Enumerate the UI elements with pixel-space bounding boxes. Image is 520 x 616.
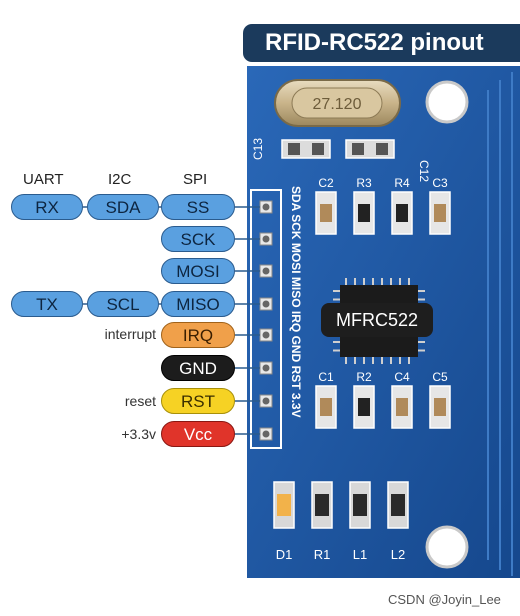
column-header-uart: UART — [23, 171, 64, 188]
pin-gnd: GND — [161, 355, 235, 381]
component-label: L1 — [353, 547, 367, 562]
component-label: R3 — [356, 176, 372, 190]
component-label: R4 — [394, 176, 410, 190]
pin-rst: RST — [161, 388, 235, 414]
note-interrupt: interrupt — [104, 326, 156, 342]
component-row-small: D1 R1 L1 L2 — [273, 481, 409, 562]
pin-header — [250, 189, 282, 449]
component-label: R2 — [356, 370, 372, 384]
page-title: RFID-RC522 pinout — [265, 29, 484, 56]
component-label: C3 — [432, 176, 448, 190]
c12-label: C12 — [417, 160, 431, 182]
column-header-i2c: I2C — [108, 171, 132, 188]
column-header-spi: SPI — [183, 171, 208, 188]
chip-label: MFRC522 — [321, 303, 433, 337]
component-label: C5 — [432, 370, 448, 384]
note-reset: reset — [124, 393, 156, 409]
pin-rx-uart: RX — [11, 194, 83, 220]
pin-sck: SCK — [161, 226, 235, 252]
component-label: D1 — [276, 547, 293, 562]
pin-mosi: MOSI — [161, 258, 235, 284]
board-pin-labels: SDA SCK MOSI MISO IRQ GND RST 3.3V — [289, 186, 303, 418]
component-label: L2 — [391, 547, 405, 562]
pin-ss: SS — [161, 194, 235, 220]
pin-miso: MISO — [161, 291, 235, 317]
component-label: C4 — [394, 370, 410, 384]
watermark: CSDN @Joyin_Lee — [388, 592, 501, 607]
component-row-bottom: C1 R2 C4 C5 — [315, 370, 451, 429]
component-label: C2 — [318, 176, 334, 190]
pin-scl-i2c: SCL — [87, 291, 159, 317]
c13-label: C13 — [251, 138, 265, 160]
pin-irq: IRQ — [161, 322, 235, 348]
mount-hole-top — [425, 80, 469, 124]
pin-vcc: Vcc — [161, 421, 235, 447]
mount-hole-bottom — [425, 525, 469, 569]
title-bar: RFID-RC522 pinout — [243, 24, 520, 62]
pin-tx-uart: TX — [11, 291, 83, 317]
component-label: R1 — [314, 547, 331, 562]
component-row-top: C2 R3 R4 C3 — [315, 176, 451, 235]
component-label: C1 — [318, 370, 334, 384]
pin-sda-i2c: SDA — [87, 194, 159, 220]
crystal-label: 27.120 — [313, 96, 362, 113]
note-3v3: +3.3v — [121, 426, 156, 442]
antenna-traces — [487, 72, 513, 576]
